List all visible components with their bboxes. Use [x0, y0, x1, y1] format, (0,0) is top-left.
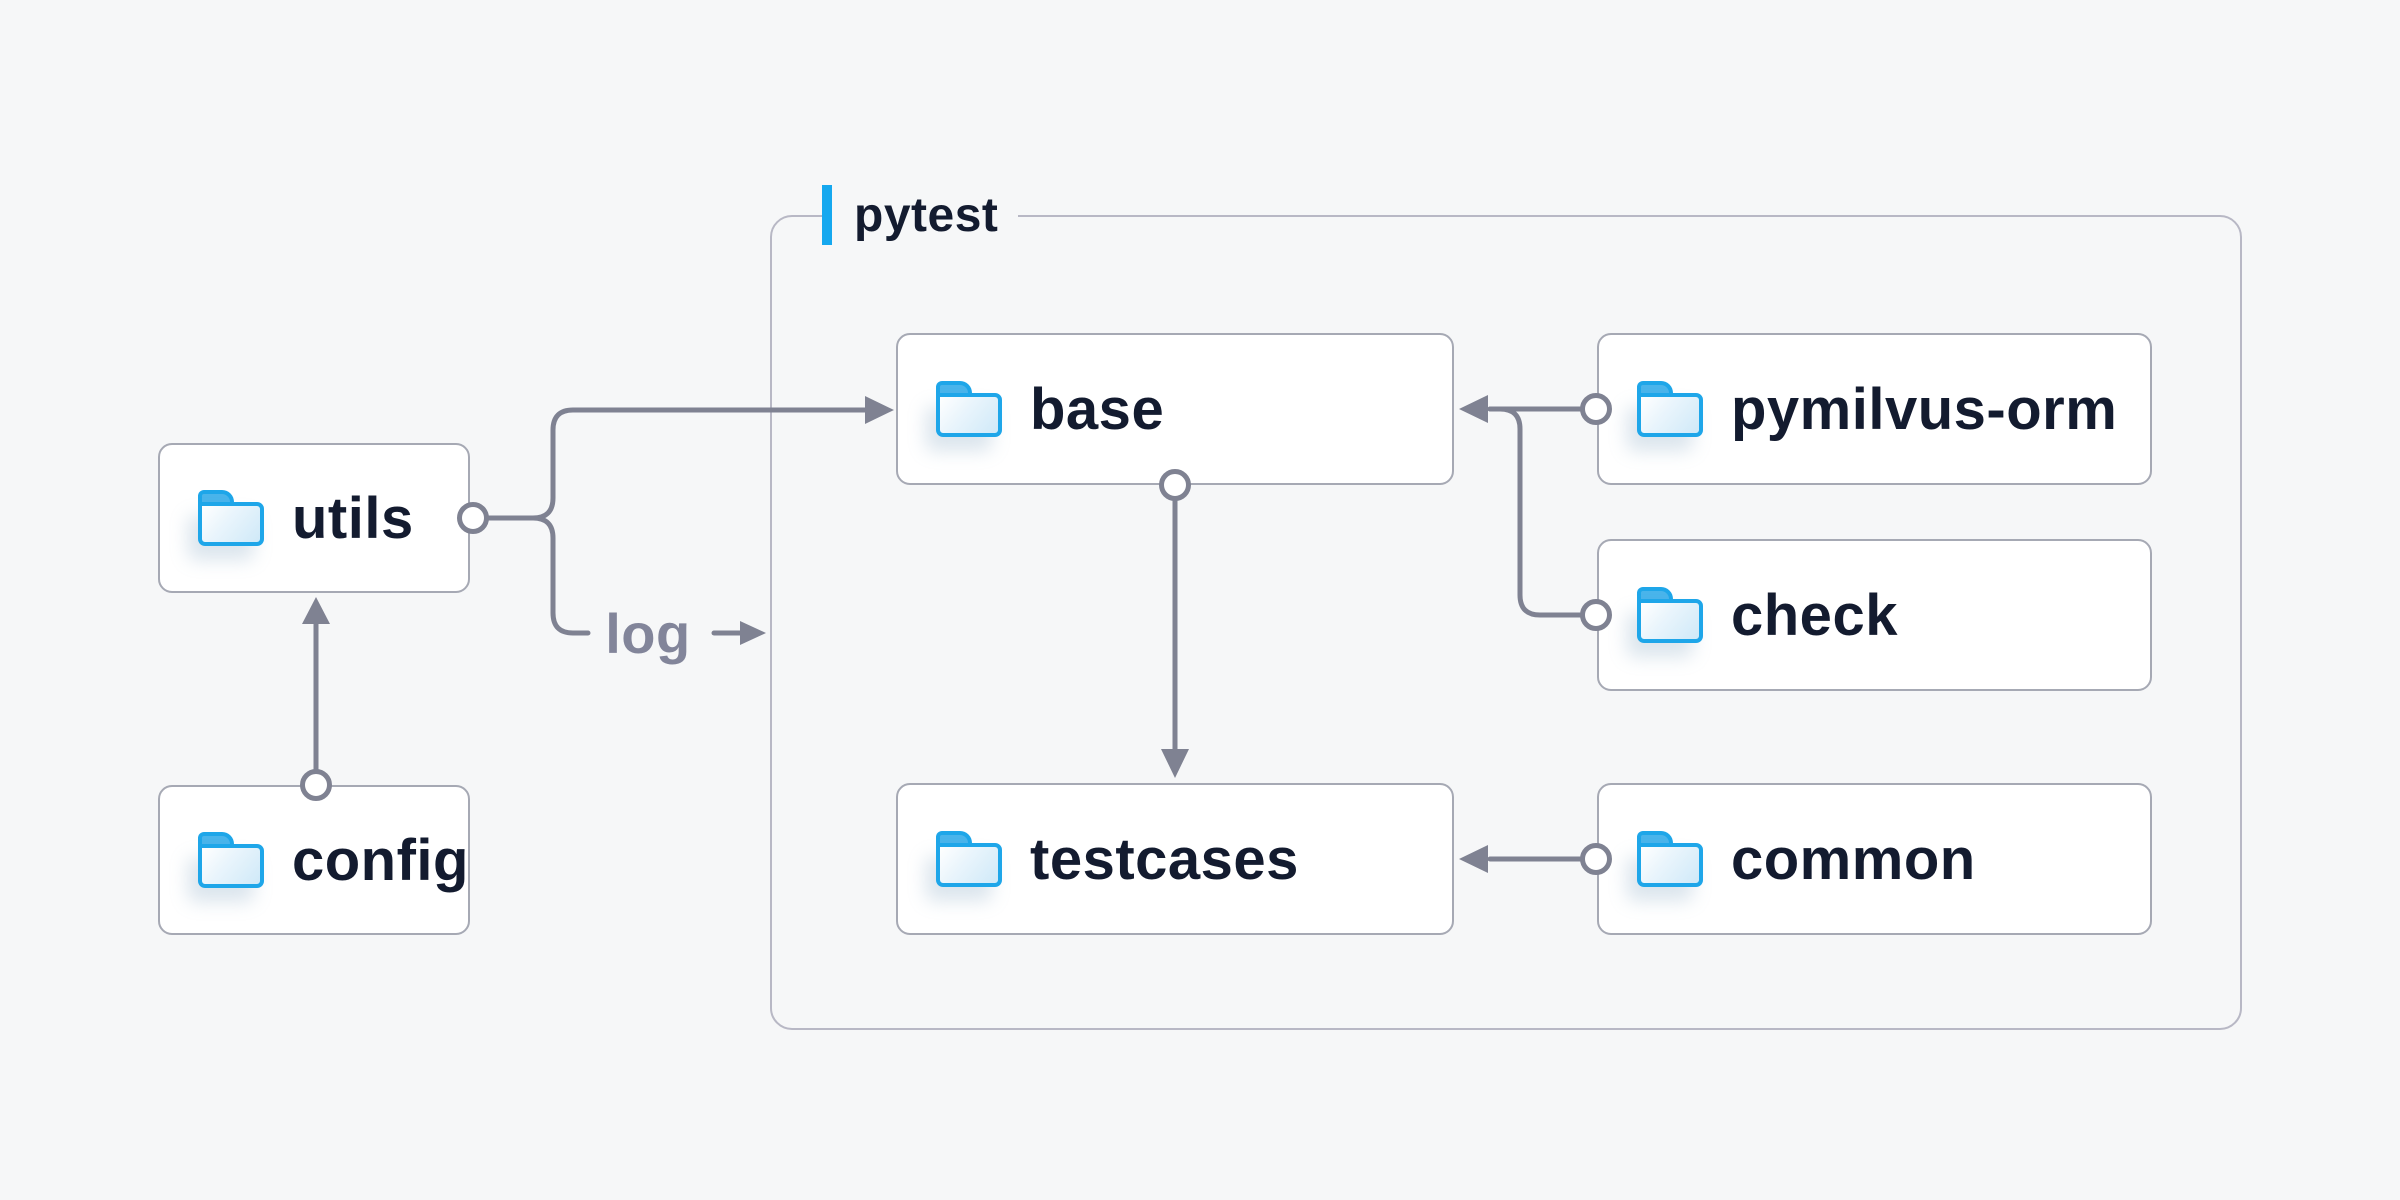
edge-label-log: log — [605, 601, 691, 665]
node-common: common — [1597, 783, 2152, 935]
arrowhead-up-icon — [302, 597, 330, 624]
folder-icon — [1637, 587, 1703, 643]
folder-icon — [198, 832, 264, 888]
folder-body — [936, 843, 1002, 887]
folder-icon — [936, 831, 1002, 887]
folder-body — [198, 844, 264, 888]
node-label-config: config — [292, 827, 469, 893]
arrowhead-right-icon — [740, 621, 766, 645]
node-config: config — [158, 785, 470, 935]
folder-icon — [936, 381, 1002, 437]
folder-icon — [1637, 381, 1703, 437]
group-title: pytest — [854, 188, 999, 242]
accent-bar-icon — [822, 185, 832, 245]
node-label-testcases: testcases — [1030, 826, 1299, 892]
node-check: check — [1597, 539, 2152, 691]
node-label-pymilvus-orm: pymilvus-orm — [1731, 376, 2118, 442]
folder-body — [198, 502, 264, 546]
node-testcases: testcases — [896, 783, 1454, 935]
folder-icon — [198, 490, 264, 546]
node-label-base: base — [1030, 376, 1165, 442]
node-label-check: check — [1731, 582, 1898, 648]
node-label-utils: utils — [292, 485, 414, 551]
pytest-group-container — [770, 215, 2242, 1030]
folder-body — [1637, 393, 1703, 437]
node-label-common: common — [1731, 826, 1976, 892]
folder-body — [936, 393, 1002, 437]
node-utils: utils — [158, 443, 470, 593]
node-pymilvus-orm: pymilvus-orm — [1597, 333, 2152, 485]
edge-utils-log-line — [484, 515, 591, 636]
folder-body — [1637, 843, 1703, 887]
folder-body — [1637, 599, 1703, 643]
folder-icon — [1637, 831, 1703, 887]
pytest-group-label: pytest — [822, 184, 1019, 246]
node-base: base — [896, 333, 1454, 485]
